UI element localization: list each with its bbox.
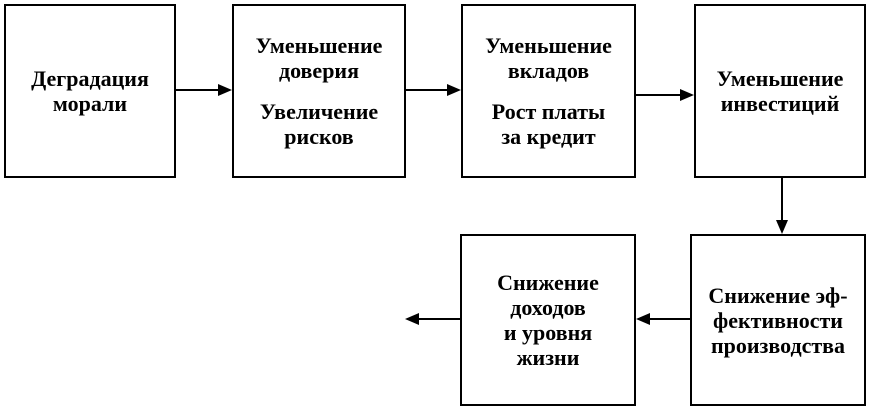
arrowhead-income-to-outside bbox=[405, 313, 419, 325]
box-production-efficiency: Снижение эф- фективности производства bbox=[690, 234, 866, 406]
box-investment: Уменьшение инвестиций bbox=[694, 4, 866, 178]
box-risks-line-1: Увеличение bbox=[259, 99, 379, 124]
box-credit-line-2: за кредит bbox=[501, 124, 596, 149]
arrowhead-trust-to-deposits bbox=[447, 84, 461, 96]
box-efficiency-line-1: Снижение эф- bbox=[708, 282, 848, 308]
box-moral-line-2: морали bbox=[52, 91, 128, 116]
box-deposits-line-1: Уменьшение bbox=[485, 33, 612, 58]
box-credit-line-1: Рост платы bbox=[491, 99, 606, 124]
box-trust-line-1: Уменьшение bbox=[255, 33, 383, 58]
box-income-line-1: Снижение bbox=[497, 270, 599, 295]
box-trust-risks: Уменьшение доверия Увеличение рисков bbox=[232, 4, 406, 178]
box-deposits-line-2: вкладов bbox=[507, 58, 590, 83]
box-moral-degradation: Деградация морали bbox=[4, 4, 176, 178]
arrowhead-invest-to-efficiency bbox=[776, 220, 788, 234]
arrowhead-moral-to-trust bbox=[218, 84, 232, 96]
box-invest-line-2: инвестиций bbox=[720, 91, 840, 116]
box-invest-line-1: Уменьшение bbox=[716, 66, 844, 91]
box-risks-line-2: рисков bbox=[284, 124, 354, 149]
box-efficiency-line-2: фективности bbox=[713, 307, 843, 333]
box-income-line-3: и уровня bbox=[503, 320, 593, 345]
arrowhead-deposits-to-invest bbox=[680, 89, 694, 101]
box-deposits-credit: Уменьшение вкладов Рост платы за кредит bbox=[461, 4, 636, 178]
arrowhead-efficiency-to-income bbox=[636, 313, 650, 325]
box-income-line-4: жизни bbox=[516, 345, 580, 370]
box-trust-line-2: доверия bbox=[278, 58, 360, 83]
box-moral-line-1: Деградация bbox=[31, 66, 149, 91]
box-efficiency-line-3: производства bbox=[710, 332, 846, 358]
box-income-line-2: доходов bbox=[510, 295, 586, 320]
box-income-living: Снижение доходов и уровня жизни bbox=[460, 234, 636, 406]
